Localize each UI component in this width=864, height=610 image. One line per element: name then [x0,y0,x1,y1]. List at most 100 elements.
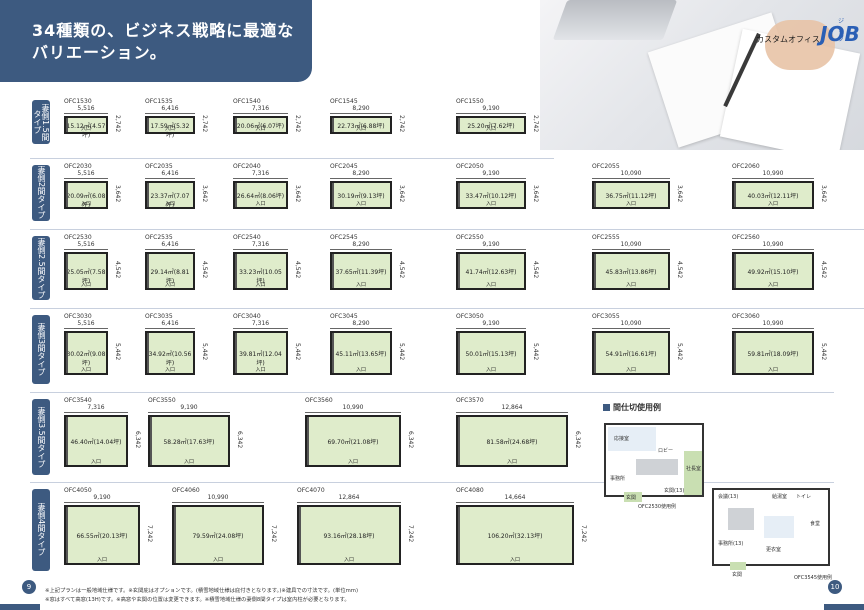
plan-area: 33.23㎡(10.05坪) [239,269,282,285]
type-band-label: 妻側3.5間タイプ [37,406,46,468]
plan-depth: 7,242 [407,525,414,543]
plan-area: 69.70㎡(21.08坪) [327,439,379,446]
plan-width: 8,290 [352,241,370,248]
row-divider [30,308,864,309]
type-band-label: 妻側4間タイプ [37,503,46,557]
plan-outline: 33.47㎡(10.12坪)入口 [456,181,526,209]
entrance-porch [624,492,642,502]
dimension-line [456,502,574,503]
room-label: 食堂 [810,521,821,527]
plan-area: 66.55㎡(20.13坪) [76,533,128,540]
plan-depth: 7,242 [580,525,587,543]
dimension-line [64,178,108,179]
plan-area: 30.02㎡(9.08坪) [66,351,106,367]
plan-outline: 29.14㎡(8.81坪)入口 [145,252,195,290]
plan-depth: 3,642 [294,185,301,203]
plan-depth: 4,542 [114,261,121,279]
layout-caption-b: OFC3545使用例 [794,575,833,581]
hand-image [765,20,835,70]
plan-outline: 22.73㎡(6.88坪)入口 [330,116,392,134]
plan-outline: 17.59㎡(5.32坪)入口 [145,116,195,139]
row-divider [30,229,864,230]
dimension-line [592,328,670,329]
plan-width: 6,416 [161,105,179,112]
plan-code: OFC3550 [148,397,176,404]
plan-depth: 7,242 [146,525,153,543]
plan-code: OFC1550 [456,98,484,105]
plan-depth: 5,442 [201,343,208,361]
plan-outline: 79.59㎡(24.08坪)入口 [172,505,264,565]
plan-width: 10,990 [342,404,364,411]
plan-code: OFC3570 [456,397,484,404]
plan-width: 10,990 [762,241,784,248]
plan-outline: 41.74㎡(12.63坪)入口 [456,252,526,290]
plan-depth: 6,342 [407,431,414,449]
plan-width: 5,516 [77,320,95,327]
dimension-line [330,328,392,329]
dimension-line [64,249,108,250]
plan-area: 36.75㎡(11.12坪) [605,193,657,200]
plan-code: OFC2060 [732,163,760,170]
plan-depth: 5,442 [398,343,405,361]
dimension-line [64,412,128,413]
plan-depth: 5,442 [114,343,121,361]
plan-area: 20.09㎡(6.08坪) [66,193,106,209]
plan-code: OFC2535 [145,234,173,241]
plan-code: OFC3055 [592,313,620,320]
plan-entrance: 入口 [485,282,496,288]
plan-code: OFC2540 [233,234,261,241]
dimension-line [330,113,392,114]
room-label: 更衣室 [766,547,782,553]
plan-depth: 5,442 [676,343,683,361]
room-label: 玄関 [732,572,743,578]
plan-code: OFC3045 [330,313,358,320]
dimension-line [330,249,392,250]
plan-width: 9,190 [180,404,198,411]
plan-code: OFC2560 [732,234,760,241]
plan-entrance: 入口 [485,367,496,373]
plan-entrance: 入口 [625,201,636,207]
plan-width: 10,990 [207,494,229,501]
plan-area: 93.16㎡(28.18坪) [323,533,375,540]
plan-outline: 49.92㎡(15.10坪)入口 [732,252,814,290]
entrance-porch [730,562,746,570]
plan-width: 10,090 [620,170,642,177]
room-label: 事務所(13) [718,541,744,547]
plan-entrance: 入口 [343,557,354,563]
plan-width: 6,416 [161,170,179,177]
plan-code: OFC2045 [330,163,358,170]
plan-depth: 4,542 [820,261,827,279]
plan-area: 22.73㎡(6.88坪) [337,123,385,130]
plan-entrance: 入口 [255,367,266,373]
plan-area: 106.20㎡(32.13坪) [487,533,543,540]
layout-example-title: 間仕切使用例 [603,402,661,413]
plan-depth: 6,342 [134,431,141,449]
plan-code: OFC2550 [456,234,484,241]
plan-outline: 93.16㎡(28.18坪) 入口 [297,505,401,565]
plan-outline: 30.02㎡(9.08坪)入口 [64,331,108,375]
room-label: 玄関 [626,495,637,501]
dimension-line [456,113,526,114]
laptop-image [552,0,678,40]
plan-outline: 45.83㎡(13.86坪)入口 [592,252,670,290]
plan-outline: 54.91㎡(16.61坪)入口 [592,331,670,375]
plan-width: 5,516 [77,170,95,177]
table-shape [728,508,754,530]
plan-outline: 20.09㎡(6.08坪)入口 [64,181,108,209]
